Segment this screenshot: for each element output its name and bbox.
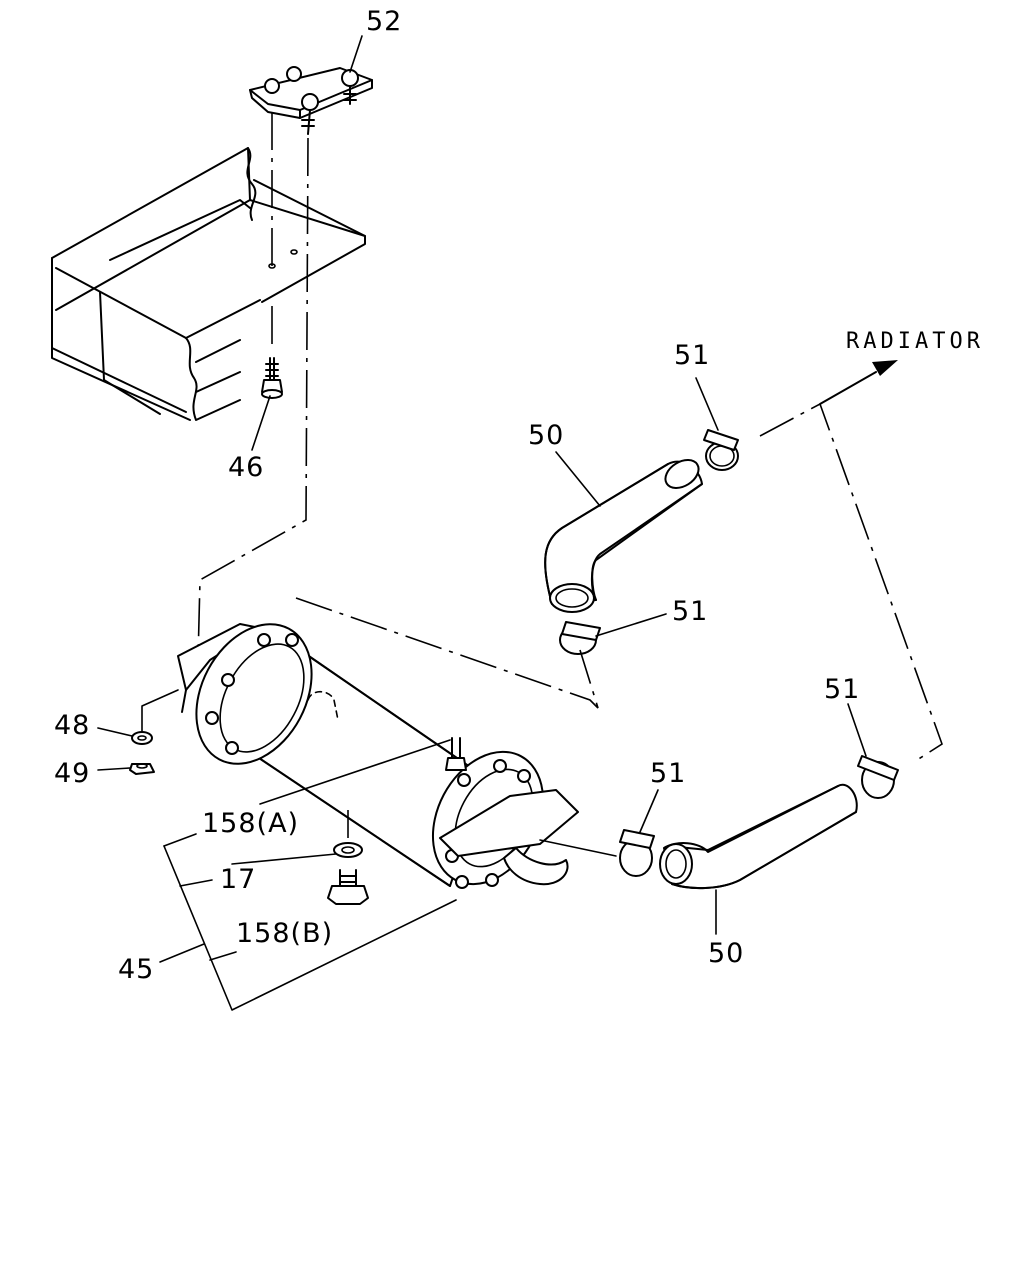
- label-158b: 158(B): [236, 918, 333, 949]
- leader-lines: [97, 35, 867, 1011]
- radiator-arrow: [819, 360, 898, 405]
- label-51-top: 51: [674, 340, 710, 371]
- clamp-51-lower: [619, 829, 655, 877]
- oil-cooler-assembly: [177, 623, 579, 889]
- label-46: 46: [228, 452, 264, 483]
- leader-dash: [759, 402, 943, 763]
- bolt-46: [261, 357, 283, 399]
- label-50-bottom: 50: [708, 938, 744, 969]
- hose-50-top: [544, 459, 703, 613]
- label-radiator: RADIATOR: [846, 329, 984, 354]
- clamp-51-right: [857, 755, 899, 799]
- label-48: 48: [54, 710, 90, 741]
- label-158a: 158(A): [202, 808, 299, 839]
- label-49: 49: [54, 758, 90, 789]
- leader-dash: [197, 137, 309, 661]
- label-45: 45: [118, 954, 154, 985]
- clamp-51-mid: [559, 621, 601, 655]
- label-51-lower: 51: [650, 758, 686, 789]
- hose-50-bottom: [659, 783, 858, 890]
- bracket-52: [249, 66, 373, 135]
- label-51-mid: 51: [672, 596, 708, 627]
- label-17: 17: [220, 864, 256, 895]
- label-51-right: 51: [824, 674, 860, 705]
- washer-17: [333, 842, 363, 858]
- nut-49: [129, 763, 155, 775]
- label-52: 52: [366, 6, 402, 37]
- frame-rail: [51, 147, 366, 421]
- plug-158b: [327, 869, 369, 905]
- leader-dash: [295, 597, 599, 709]
- washer-48: [131, 731, 153, 745]
- label-50-top: 50: [528, 420, 564, 451]
- clamp-51-top: [703, 429, 739, 471]
